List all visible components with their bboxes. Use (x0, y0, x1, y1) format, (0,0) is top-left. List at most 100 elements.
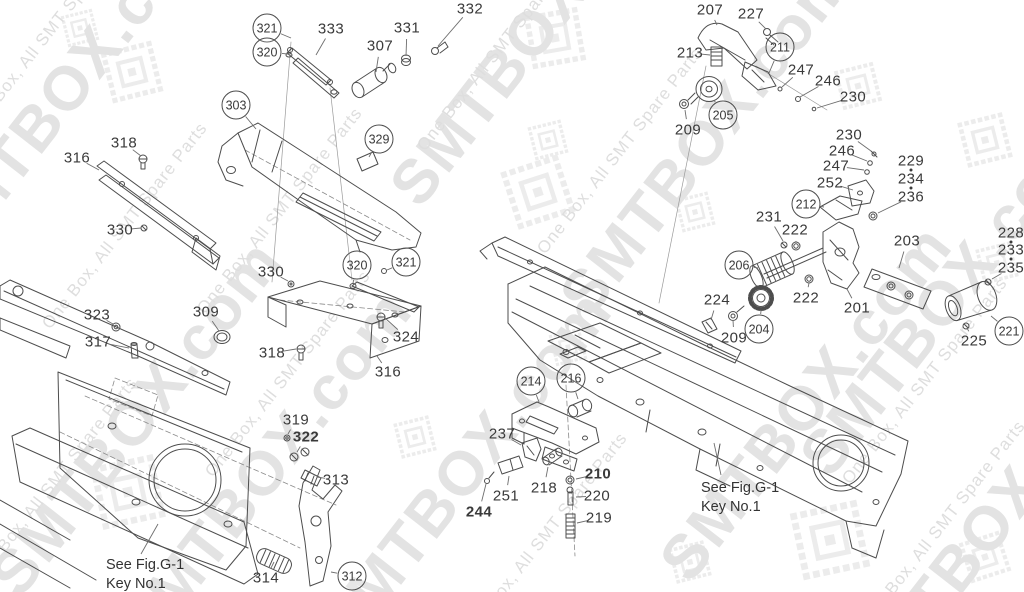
label-330: 330 (106, 221, 134, 239)
balloon-211: 211 (765, 32, 795, 62)
disc-331 (401, 54, 411, 66)
knob-205 (695, 76, 723, 102)
label-319: 319 (282, 411, 310, 429)
plate-329 (356, 151, 379, 172)
balloon-320: 320 (342, 250, 372, 280)
label-318: 318 (110, 134, 138, 152)
lever-207 (697, 22, 758, 70)
bracket-316-middle (267, 268, 422, 361)
label-332: 332 (456, 0, 484, 18)
balloon-204: 204 (744, 314, 774, 344)
figure-note: See Fig.G-1 Key No.1 (701, 480, 780, 516)
lever-312 (298, 465, 343, 587)
ring-309 (213, 330, 231, 344)
balloon-312: 312 (337, 561, 367, 591)
label-330: 330 (257, 263, 285, 281)
tie-dot (909, 168, 913, 172)
label-317: 317 (84, 333, 112, 351)
tie-dot (1009, 240, 1013, 244)
clamp-214-cluster (484, 398, 600, 539)
plate-203 (863, 268, 932, 310)
bracket-252-cluster (780, 150, 878, 251)
bracket-316-upper (96, 154, 221, 271)
balloon-206: 206 (724, 250, 754, 280)
left-frame (0, 279, 259, 589)
label-307: 307 (366, 37, 394, 55)
label-222: 222 (792, 289, 820, 307)
screw-225 (962, 322, 970, 330)
label-252: 252 (816, 174, 844, 192)
balloon-320: 320 (252, 37, 282, 67)
label-228: 228 (997, 224, 1024, 242)
leader-lines (86, 17, 1002, 574)
label-316: 316 (374, 363, 402, 381)
small-fasteners-row (777, 86, 817, 112)
right-frame (507, 266, 909, 559)
link-bar-parts (285, 47, 340, 99)
balloon-212: 212 (791, 189, 821, 219)
label-233: 233 (997, 241, 1024, 259)
watermark-brand-text: SMTBOX.com (547, 0, 866, 329)
label-209: 209 (720, 329, 748, 347)
label-218: 218 (530, 479, 558, 497)
label-246: 246 (814, 72, 842, 90)
balloon-216: 216 (556, 363, 586, 393)
fasteners-319-322-313 (283, 434, 322, 487)
spring-314 (256, 548, 292, 574)
bolt-209-upper (679, 92, 699, 109)
balloon-214: 214 (516, 366, 546, 396)
label-234: 234 (897, 170, 925, 188)
cap-323 (111, 322, 121, 332)
label-237: 237 (488, 425, 516, 443)
cylinder-307 (351, 62, 397, 99)
label-230: 230 (835, 126, 863, 144)
tie-dot (1009, 257, 1013, 261)
label-314: 314 (252, 569, 280, 587)
label-313: 313 (322, 471, 350, 489)
label-246: 246 (828, 142, 856, 160)
label-333: 333 (317, 20, 345, 38)
balloon-205: 205 (708, 100, 738, 130)
label-231: 231 (755, 208, 783, 226)
label-220: 220 (583, 487, 611, 505)
dashed-axes (59, 149, 576, 557)
label-331: 331 (393, 19, 421, 37)
label-322: 322 (292, 428, 320, 446)
pin-332 (431, 41, 449, 55)
latch-211 (741, 61, 777, 91)
drive-shaft-parts (701, 247, 827, 334)
balloon-303: 303 (221, 90, 251, 120)
label-247: 247 (822, 157, 850, 175)
label-203: 203 (893, 232, 921, 250)
label-324: 324 (392, 328, 420, 346)
label-207: 207 (696, 1, 724, 19)
label-309: 309 (192, 303, 220, 321)
label-222: 222 (781, 221, 809, 239)
balloon-221: 221 (994, 316, 1024, 346)
label-230: 230 (839, 88, 867, 106)
label-210: 210 (584, 465, 612, 483)
bracket-201 (822, 221, 860, 290)
label-251: 251 (492, 487, 520, 505)
label-316: 316 (63, 149, 91, 167)
construction-lines (271, 41, 828, 304)
balloon-321: 321 (391, 247, 421, 277)
label-236: 236 (897, 188, 925, 206)
cylinder-221 (944, 280, 998, 322)
label-318: 318 (258, 344, 286, 362)
spring-213 (710, 46, 723, 67)
label-219: 219 (585, 509, 613, 527)
label-247: 247 (787, 61, 815, 79)
figure-note: See Fig.G-1 Key No.1 (106, 557, 185, 592)
label-235: 235 (997, 259, 1024, 277)
label-244: 244 (465, 503, 493, 521)
label-201: 201 (843, 299, 871, 317)
label-209: 209 (674, 121, 702, 139)
label-225: 225 (960, 332, 988, 350)
label-224: 224 (703, 291, 731, 309)
label-213: 213 (676, 44, 704, 62)
label-323: 323 (83, 306, 111, 324)
label-227: 227 (737, 5, 765, 23)
